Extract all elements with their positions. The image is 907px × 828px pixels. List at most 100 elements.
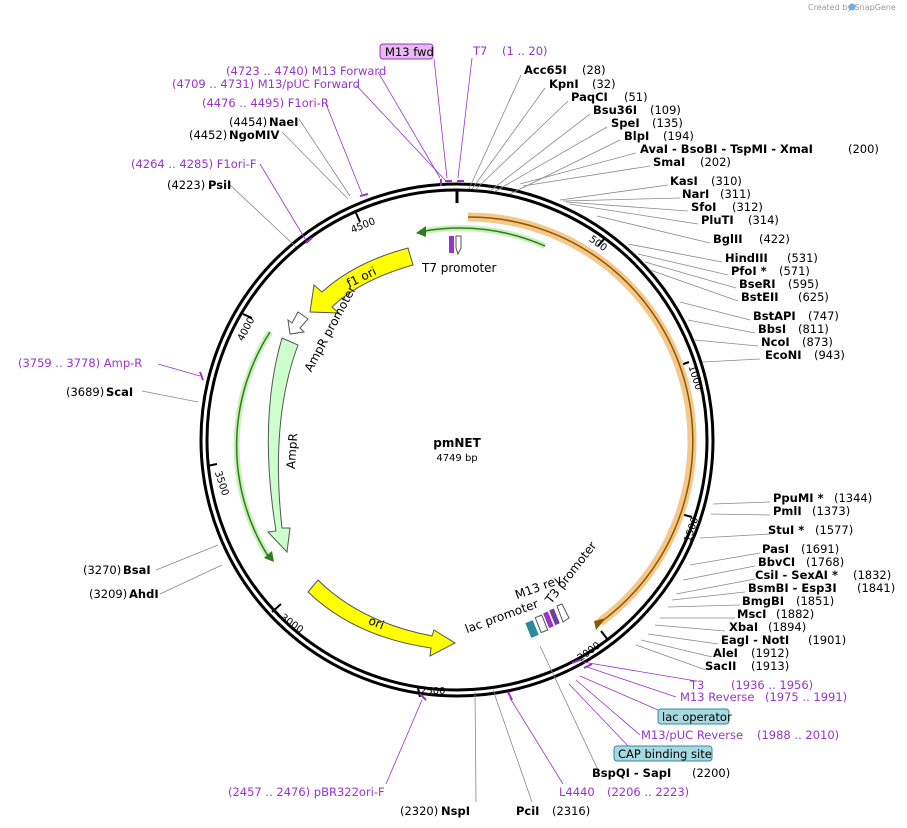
svg-text:(1851): (1851): [796, 594, 834, 608]
site-sfoi[interactable]: SfoI: [691, 200, 716, 214]
site-kpni[interactable]: KpnI: [549, 77, 579, 91]
t7-promoter-primer-mark: [449, 236, 454, 253]
site-xbai[interactable]: XbaI: [729, 620, 758, 634]
site-kasi[interactable]: KasI: [670, 174, 698, 188]
site-blpi[interactable]: BlpI: [624, 129, 649, 143]
site-bseri[interactable]: BseRI: [739, 277, 776, 291]
m13-fwd-box[interactable]: [379, 43, 434, 60]
l4440-range: (2206 .. 2223): [607, 785, 689, 799]
svg-text:(109): (109): [650, 103, 681, 117]
site-bglii[interactable]: BglII: [713, 232, 743, 246]
site-stui[interactable]: StuI *: [768, 523, 804, 537]
m13-reverse-range: (1975 .. 1991): [765, 690, 847, 704]
site-bspqi-pos: (2200): [692, 766, 730, 780]
plasmid-name: pmNET: [433, 436, 481, 450]
svg-text:(202): (202): [700, 155, 731, 169]
site-pmli[interactable]: PmlI: [773, 504, 802, 518]
m13-puc-forward-label: (4709 .. 4731) M13/pUC Forward: [172, 77, 360, 91]
site-pfoi[interactable]: PfoI *: [731, 264, 767, 278]
site-acc65i[interactable]: Acc65I: [524, 63, 567, 77]
site-nspi[interactable]: NspI: [441, 804, 470, 818]
t7-primer-range: (1 .. 20): [502, 44, 548, 58]
site-smai[interactable]: SmaI: [653, 155, 685, 169]
ampr-region-band: [233, 330, 273, 558]
m13-forward-label: (4723 .. 4740) M13 Forward: [226, 64, 386, 78]
site-naei-pos: (4454): [229, 115, 267, 129]
right-leader-lines: [468, 74, 771, 671]
site-bbvci[interactable]: BbvCI: [758, 555, 795, 569]
site-psii[interactable]: PsiI: [208, 178, 231, 192]
svg-text:(811): (811): [798, 322, 829, 336]
site-bsmbi-group[interactable]: BsmBI - Esp3I: [748, 581, 837, 595]
svg-text:(747): (747): [808, 309, 839, 323]
site-ngomiv[interactable]: NgoMIV: [229, 128, 279, 142]
site-ncoi[interactable]: NcoI: [761, 335, 790, 349]
site-nspi-pos: (2320): [400, 804, 438, 818]
site-pluti[interactable]: PluTI: [701, 213, 734, 227]
site-bsai-pos: (3270): [83, 563, 121, 577]
site-eagi-group[interactable]: EagI - NotI: [721, 633, 789, 647]
site-nari[interactable]: NarI: [682, 187, 709, 201]
site-bsteii[interactable]: BstEII: [741, 290, 779, 304]
svg-text:(1373): (1373): [812, 504, 850, 518]
cap-binding-site-box[interactable]: [613, 745, 713, 762]
site-paqci[interactable]: PaqCI: [571, 90, 608, 104]
lac-operator-label: lac operator: [662, 710, 732, 724]
site-alei[interactable]: AleI: [713, 646, 738, 660]
site-scai[interactable]: ScaI: [106, 385, 133, 399]
site-bsu36i[interactable]: Bsu36I: [593, 103, 637, 117]
t7-region-band: [424, 225, 547, 249]
primer-marks: [199, 179, 593, 701]
t7-promoter-arrow-icon: [455, 235, 462, 256]
site-hindiii[interactable]: HindIII: [725, 251, 768, 265]
svg-text:(311): (311): [720, 187, 751, 201]
ampr-arrow: [266, 337, 299, 554]
site-econi[interactable]: EcoNI: [765, 348, 801, 362]
site-ppumi[interactable]: PpuMI *: [773, 491, 824, 505]
site-scai-pos: (3689): [66, 385, 104, 399]
svg-text:(1768): (1768): [806, 555, 844, 569]
tick-label-4500: 4500: [349, 216, 377, 236]
t3-primer-range: (1936 .. 1956): [731, 678, 813, 692]
f1ori-r-label: (4476 .. 4495) F1ori-R: [202, 96, 329, 110]
site-bstapi[interactable]: BstAPI: [753, 309, 796, 323]
site-bspqi-group[interactable]: BspQI - SapI: [592, 766, 671, 780]
svg-text:(422): (422): [759, 232, 790, 246]
m13-reverse-label: M13 Reverse: [680, 690, 754, 704]
site-spei[interactable]: SpeI: [611, 116, 640, 130]
site-csii-group[interactable]: CsiI - SexAI *: [755, 568, 838, 582]
svg-text:(595): (595): [788, 277, 819, 291]
site-pasi[interactable]: PasI: [762, 542, 789, 556]
site-bbsi[interactable]: BbsI: [758, 322, 786, 336]
site-bsai[interactable]: BsaI: [123, 563, 151, 577]
lac-promoter-mark: [525, 620, 539, 638]
site-sacii[interactable]: SacII: [705, 659, 736, 673]
t7-primer-label: T7: [472, 44, 487, 58]
svg-text:(1913): (1913): [751, 659, 789, 673]
t7-promoter-label: T7 promoter: [421, 261, 497, 275]
tick-label-3500: 3500: [212, 470, 230, 498]
site-naei[interactable]: NaeI: [269, 115, 298, 129]
amp-r-label: (3759 .. 3778) Amp-R: [18, 356, 142, 370]
site-avai-group[interactable]: AvaI - BsoBI - TspMI - XmaI: [640, 142, 813, 156]
t3-promoter-arrow-icon: [556, 603, 570, 623]
svg-text:(1882): (1882): [776, 607, 814, 621]
lac-operator-box[interactable]: [657, 708, 730, 725]
svg-text:(135): (135): [652, 116, 683, 130]
right-site-labels: Acc65I(28) KpnI(32) PaqCI(51) Bsu36I(109…: [524, 63, 895, 673]
m13-fwd-box-label: M13 fwd: [385, 45, 434, 59]
svg-text:(314): (314): [748, 213, 779, 227]
pbr322ori-f-label: (2457 .. 2476) pBR322ori-F: [228, 785, 385, 799]
site-bmgbi[interactable]: BmgBI: [742, 594, 784, 608]
svg-text:(873): (873): [802, 335, 833, 349]
ampr-region-line: [235, 331, 271, 557]
ori-arrow: [307, 579, 457, 657]
svg-text:(1344): (1344): [834, 491, 872, 505]
svg-text:(32): (32): [592, 77, 616, 91]
site-msci[interactable]: MscI: [737, 607, 766, 621]
site-pcii[interactable]: PciI: [516, 804, 539, 818]
svg-text:(571): (571): [779, 264, 810, 278]
site-ahdi[interactable]: AhdI: [129, 587, 159, 601]
